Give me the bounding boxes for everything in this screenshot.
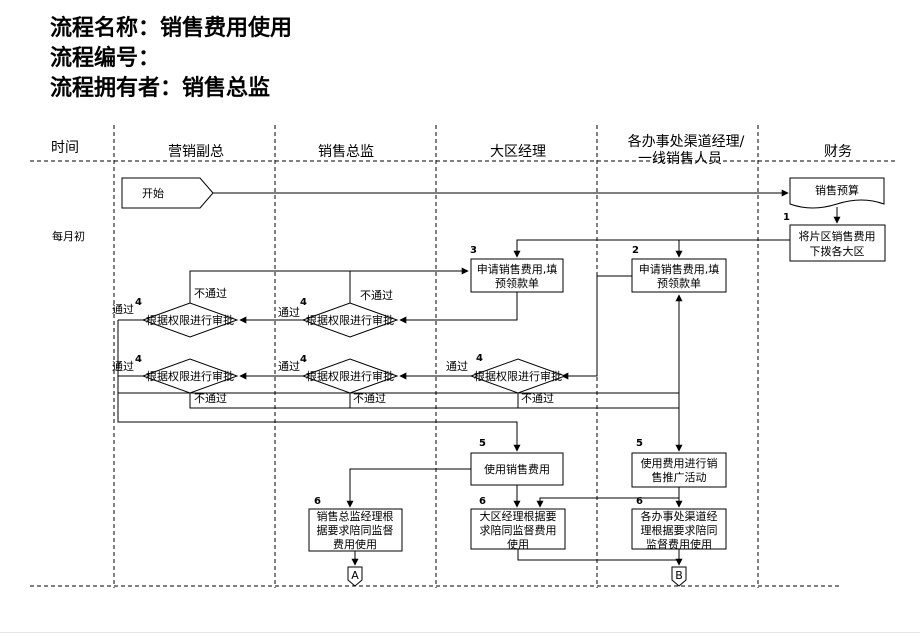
om-apply-label-line2: 预领款单 [657, 276, 701, 290]
use-promo-label-line2: 售推广活动 [652, 470, 707, 484]
sd-approve-lower-label: 根据权限进行审批 [306, 369, 394, 383]
om-monitor-label-line2: 理根据要求陪同 [641, 523, 718, 537]
lane-regional-manager-header: 大区经理 [490, 144, 546, 160]
flow-rm-apply-to-sd-approve [399, 292, 518, 324]
start-shape [121, 177, 214, 209]
rm-apply-label-line1: 申请销售费用,填 [477, 262, 558, 276]
sd-approve-upper-diamond [301, 302, 399, 338]
vp-lower-fail-label: 不通过 [194, 392, 227, 405]
flow-promo-to-rm-monitor [536, 487, 680, 508]
connector-a-shape [347, 566, 363, 587]
step-number-2: 2 [632, 245, 639, 256]
vp-approve-upper-label: 根据权限进行审批 [146, 313, 234, 327]
connector-a-label: A [351, 569, 359, 582]
step-number-4e: 4 [135, 354, 142, 365]
process-code-line: 流程编号： [50, 46, 161, 71]
use-promo-label-line1: 使用费用进行销 [641, 456, 718, 470]
vp-upper-fail-label: 不通过 [194, 287, 227, 300]
step-number-4d: 4 [300, 354, 307, 365]
allocate-label-line1: 将片区销售费用 [799, 229, 876, 243]
vp-approve-upper-diamond [141, 302, 239, 338]
flow-allocate-to-rm-apply [513, 239, 790, 258]
sd-lower-pass-label: 通过 [278, 360, 300, 373]
start-label: 开始 [142, 186, 164, 200]
step-number-4c: 4 [476, 353, 483, 364]
lane-office-manager-header-line2: 一线销售人员 [638, 151, 722, 167]
rm-monitor-label-line2: 求陪同监督费用 [480, 523, 557, 537]
step-number-6a: 6 [314, 496, 321, 507]
vp-upper-pass-label: 通过 [112, 303, 134, 316]
connector-b-shape [671, 566, 687, 587]
step-number-6c: 6 [636, 496, 643, 507]
flow-vp-lower-fail [189, 393, 350, 409]
om-apply-box [631, 258, 727, 293]
flow-use-to-sd-monitor [346, 468, 471, 508]
step-number-4a: 4 [300, 297, 307, 308]
sd-monitor-label-line1: 销售总监经理根 [317, 509, 394, 523]
use-promo-box [631, 452, 727, 488]
sd-approve-lower-diamond [301, 358, 399, 394]
lane-vp-marketing-header: 营销副总 [168, 144, 224, 160]
step-number-1: 1 [783, 212, 790, 223]
rm-monitor-label-line3: 使用 [507, 538, 529, 551]
om-monitor-label-line1: 各办事处渠道经 [641, 509, 718, 523]
process-owner-line: 流程拥有者：销售总监 [50, 76, 271, 101]
om-apply-label-line1: 申请销售费用,填 [639, 262, 720, 276]
rm-apply-box [470, 258, 564, 293]
step-number-3: 3 [470, 245, 477, 256]
sd-approve-upper-label: 根据权限进行审批 [306, 313, 394, 327]
sd-monitor-label-line2: 据要求陪同监督 [317, 523, 394, 537]
process-name-line: 流程名称：销售费用使用 [50, 16, 293, 41]
lane-office-manager-header-line1: 各办事处渠道经理/ [628, 134, 745, 150]
rm-monitor-box [470, 508, 566, 550]
rm-apply-label-line2: 预领款单 [495, 276, 539, 290]
rm-monitor-label-line1: 大区经理根据要 [480, 509, 557, 523]
om-monitor-label-line3: 监督费用使用 [646, 537, 712, 551]
use-expense-box [470, 452, 564, 486]
connector-b-label: B [675, 569, 683, 582]
rm-approve-pass-label: 通过 [446, 360, 468, 373]
lane-sales-director-header: 销售总监 [318, 144, 374, 160]
flow-rm-approve-fail [517, 294, 683, 409]
rm-approve-label: 根据权限进行审批 [474, 369, 562, 383]
time-label-month-start: 每月初 [52, 229, 85, 243]
vp-lower-pass-label: 通过 [112, 360, 134, 373]
lane-time-header: 时间 [51, 140, 79, 156]
flow-vp-pass-return-lower [118, 392, 683, 452]
step-number-6b: 6 [479, 496, 486, 507]
sd-upper-fail-label: 不通过 [360, 289, 393, 302]
allocate-box [789, 224, 886, 262]
step-number-5a: 5 [479, 438, 486, 449]
flow-rm-monitor-to-b [517, 549, 679, 561]
vp-approve-lower-diamond [141, 358, 239, 394]
sales-budget-shape [789, 177, 885, 209]
rm-approve-fail-label: 不通过 [521, 392, 554, 405]
allocate-label-line2: 下拨各大区 [810, 244, 865, 258]
sales-budget-label: 销售预算 [815, 183, 859, 197]
sd-upper-pass-label: 通过 [278, 306, 300, 319]
rm-approve-diamond [469, 358, 567, 394]
flow-om-apply-to-rm-approve [561, 275, 632, 380]
lane-finance-header: 财务 [824, 144, 852, 160]
step-number-4b: 4 [135, 297, 142, 308]
bottom-divider [0, 632, 920, 633]
sd-monitor-box [308, 508, 403, 552]
process-header: 流程名称：销售费用使用 流程编号： 流程拥有者：销售总监 [50, 14, 292, 104]
flow-vp-upper-fail [189, 270, 350, 303]
vp-approve-lower-label: 根据权限进行审批 [146, 369, 234, 383]
use-expense-label: 使用销售费用 [484, 462, 550, 476]
sd-lower-fail-label: 不通过 [353, 392, 386, 405]
step-number-5b: 5 [636, 438, 643, 449]
flow-vp-pass-return-upper [117, 320, 521, 452]
sd-monitor-label-line3: 费用使用 [333, 538, 377, 551]
